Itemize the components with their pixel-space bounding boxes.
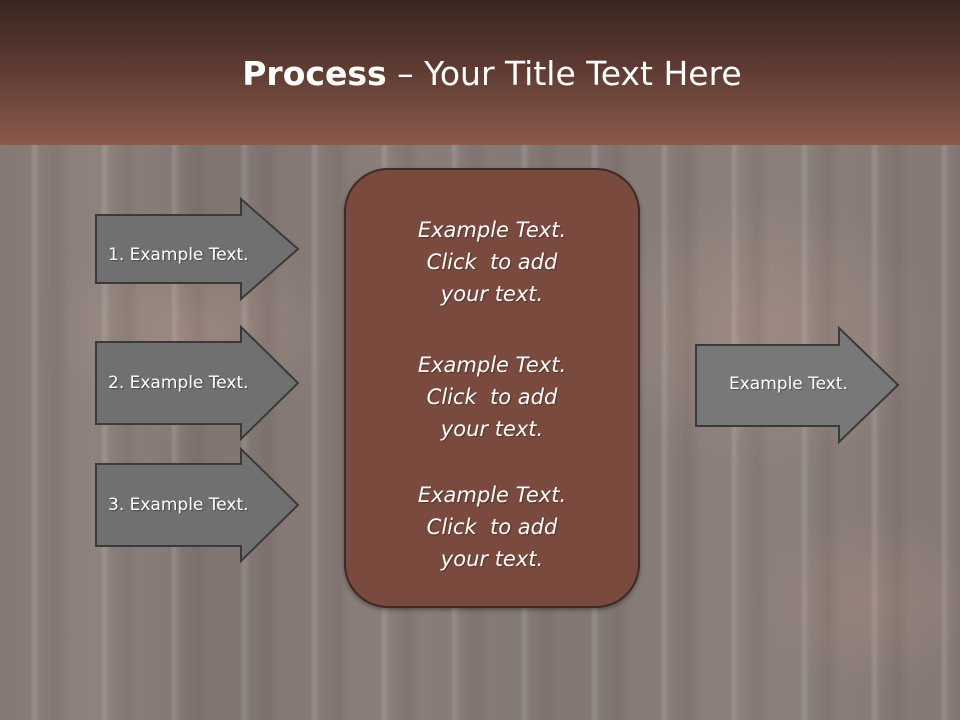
center-paragraph-3: Example Text. Click to add your text. xyxy=(417,483,567,571)
left-arrow-1[interactable]: 1. Example Text. xyxy=(95,196,300,302)
left-arrow-1-label: 1. Example Text. xyxy=(108,245,249,265)
left-arrow-3-shape xyxy=(95,446,300,564)
title-rest: – Your Title Text Here xyxy=(386,54,742,93)
center-paragraph-1: Example Text. Click to add your text. xyxy=(417,218,567,306)
left-arrow-3[interactable]: 3. Example Text. xyxy=(95,446,300,564)
center-content-box[interactable]: Example Text. Click to add your text. Ex… xyxy=(344,168,640,608)
left-arrow-2-shape xyxy=(95,324,300,442)
left-arrow-1-shape xyxy=(95,196,300,302)
slide-title[interactable]: Process – Your Title Text Here xyxy=(0,52,960,96)
left-arrow-3-label: 3. Example Text. xyxy=(108,495,249,515)
title-bold: Process xyxy=(242,54,387,93)
right-arrow-label: Example Text. xyxy=(729,374,848,394)
left-arrow-2-label: 2. Example Text. xyxy=(108,373,249,393)
center-paragraph-2: Example Text. Click to add your text. xyxy=(417,353,567,441)
left-arrow-2[interactable]: 2. Example Text. xyxy=(95,324,300,442)
right-arrow[interactable]: Example Text. xyxy=(695,325,900,445)
right-arrow-shape xyxy=(695,325,900,445)
title-bar: Process – Your Title Text Here xyxy=(0,0,960,145)
